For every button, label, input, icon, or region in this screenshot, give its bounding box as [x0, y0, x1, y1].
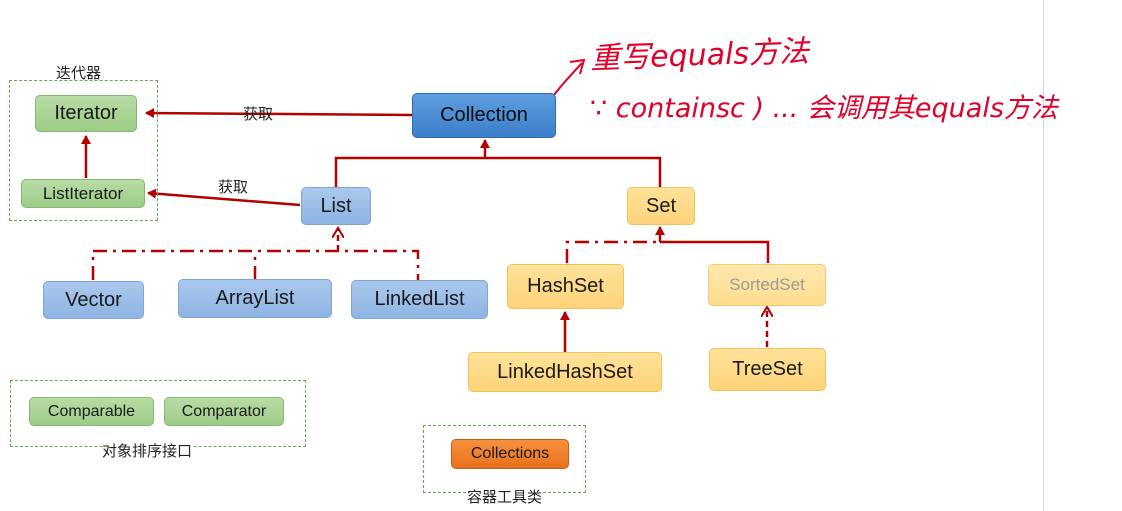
edge-list-set-collection: [334, 156, 662, 187]
edge-sortedset-up: [660, 240, 770, 263]
tools-group-label: 容器工具类: [467, 486, 543, 507]
edge-hashset-up: [565, 240, 660, 263]
node-tree-set: TreeSet: [709, 348, 826, 391]
edge-label-get-iterator: 获取: [243, 105, 274, 123]
annotation-contains-note: ∵ containsc ) ... 会调用其equals方法: [590, 93, 1058, 124]
edge-collection-iterator: [145, 108, 413, 119]
iterator-group-label: 迭代器: [56, 64, 102, 82]
node-linked-list: LinkedList: [351, 280, 488, 319]
node-sorted-set: SortedSet: [708, 264, 826, 306]
node-list: List: [301, 187, 371, 225]
node-iterator: Iterator: [35, 95, 137, 132]
node-list-iterator: ListIterator: [21, 179, 145, 208]
node-comparator: Comparator: [164, 397, 284, 426]
edge-label-get-listiterator: 获取: [218, 178, 249, 196]
edge-list-impls: [91, 249, 420, 280]
node-linked-hash-set: LinkedHashSet: [468, 352, 662, 392]
node-collections: Collections: [451, 439, 569, 469]
node-hash-set: HashSet: [507, 264, 624, 309]
node-set: Set: [627, 187, 695, 225]
node-comparable: Comparable: [29, 397, 154, 426]
iterator-group-box: [9, 80, 158, 221]
edge-list-listiterator: [147, 188, 301, 207]
page-edge-divider: [1043, 0, 1044, 511]
comparator-group-label: 对象排序接口: [102, 440, 193, 461]
annotation-override-equals: 重写equals方法: [589, 34, 810, 77]
node-array-list: ArrayList: [178, 279, 332, 318]
node-collection: Collection: [412, 93, 556, 138]
annotation-arrowhead: [569, 58, 586, 75]
node-vector: Vector: [43, 281, 144, 319]
